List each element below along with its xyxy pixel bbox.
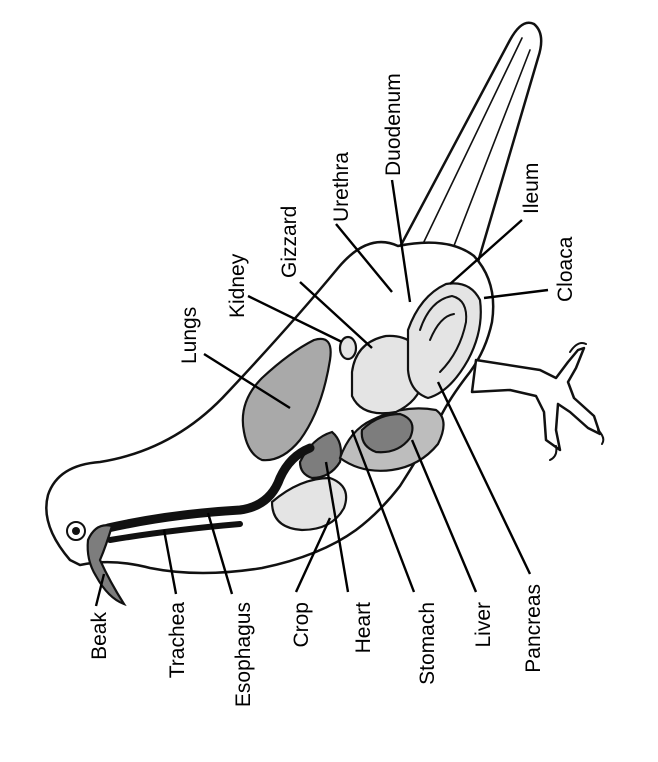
label-duodenum: Duodenum [382, 73, 405, 176]
label-urethra: Urethra [330, 152, 353, 222]
leader-liver [410, 439, 478, 593]
stomach-shape [360, 412, 414, 454]
bird-tail [390, 21, 543, 264]
bird-leg [470, 346, 602, 452]
label-heart: Heart [352, 602, 375, 654]
leader-heart [324, 461, 350, 593]
label-crop: Crop [290, 602, 313, 648]
intestine-coil [419, 295, 468, 373]
eye-pupil [72, 527, 80, 535]
label-beak: Beak [88, 612, 111, 660]
heart-shape [298, 430, 343, 480]
leader-cloaca [483, 288, 549, 300]
label-kidney: Kidney [226, 253, 249, 318]
leader-pancreas [436, 381, 532, 575]
trachea-tube-fill [108, 522, 242, 542]
leader-ileum [449, 219, 523, 285]
leader-esophagus [206, 512, 234, 595]
label-gizzard: Gizzard [278, 206, 301, 278]
beak-shape [86, 524, 127, 607]
esophagus-tube-fill [105, 445, 313, 531]
lungs-shape [241, 337, 332, 462]
label-stomach: Stomach [416, 602, 439, 685]
leader-lungs [203, 352, 291, 410]
label-ileum: Ileum [520, 163, 543, 214]
tail-feather-line [419, 37, 531, 257]
leader-gizzard [299, 281, 373, 349]
leader-urethra [335, 223, 393, 293]
label-liver: Liver [472, 602, 495, 648]
leader-crop [294, 517, 332, 593]
leader-beak [94, 573, 106, 607]
label-esophagus: Esophagus [232, 602, 255, 707]
label-lungs: Lungs [178, 307, 201, 364]
kidney-shape [338, 335, 358, 361]
label-pancreas: Pancreas [522, 584, 545, 673]
leader-kidney [247, 294, 343, 344]
leader-trachea [162, 529, 178, 595]
intestine-shape [406, 282, 482, 400]
label-trachea: Trachea [166, 602, 189, 679]
bird-claw [549, 342, 605, 461]
crop-shape [270, 476, 348, 532]
leader-duodenum [390, 179, 412, 303]
label-cloaca: Cloaca [554, 236, 577, 302]
leader-stomach [350, 429, 416, 593]
